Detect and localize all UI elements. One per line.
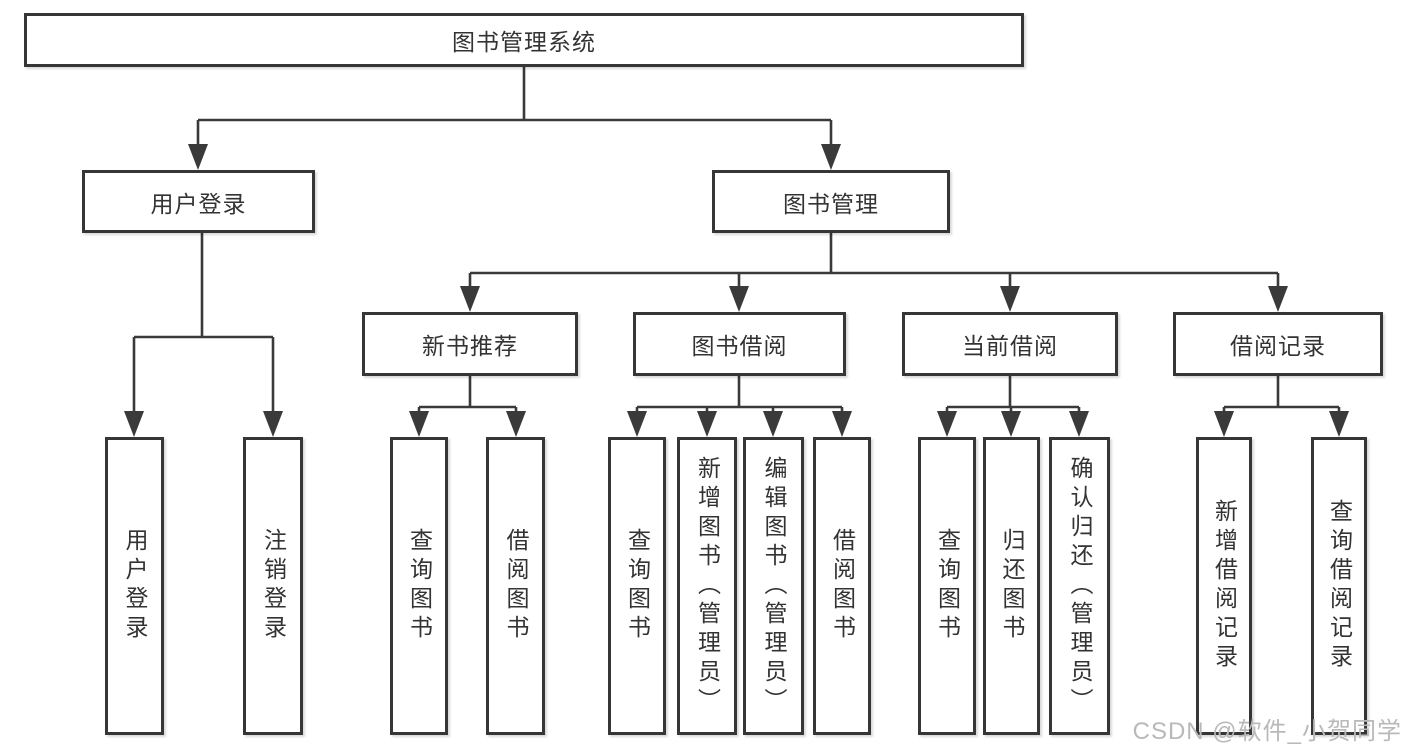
node-new-book-recommend: 新书推荐 <box>362 312 578 376</box>
leaf-borrow-add-books-admin: 新增图书（管理员） <box>677 437 737 735</box>
node-book-management: 图书管理 <box>712 170 950 233</box>
leaf-user-login: 用户登录 <box>105 437 164 735</box>
leaf-borrow-borrow-books: 借阅图书 <box>813 437 871 735</box>
node-current-borrow: 当前借阅 <box>902 312 1118 376</box>
leaf-current-return-books: 归还图书 <box>983 437 1040 735</box>
csdn-watermark: CSDN @软件_小贺同学 <box>1132 718 1402 745</box>
connector-newbook-to-leaves <box>409 376 526 437</box>
leaf-record-query-record: 查询借阅记录 <box>1311 437 1367 735</box>
leaf-borrow-query-books: 查询图书 <box>608 437 666 735</box>
connector-login-to-leaves <box>124 233 283 437</box>
connector-mgmt-to-level3 <box>460 233 1288 312</box>
leaf-newbook-query-books: 查询图书 <box>390 437 448 735</box>
node-book-borrow: 图书借阅 <box>633 312 846 376</box>
leaf-current-query-books: 查询图书 <box>918 437 976 735</box>
connector-record-to-leaves <box>1214 376 1349 437</box>
leaf-logout: 注销登录 <box>243 437 303 735</box>
leaf-record-add-record: 新增借阅记录 <box>1196 437 1252 735</box>
leaf-current-confirm-return-admin: 确认归还（管理员） <box>1049 437 1110 735</box>
node-user-login: 用户登录 <box>82 170 315 233</box>
node-root-system: 图书管理系统 <box>24 13 1024 67</box>
connector-root-to-level2 <box>188 67 841 170</box>
leaf-borrow-edit-books-admin: 编辑图书（管理员） <box>743 437 804 735</box>
connector-current-to-leaves <box>937 376 1089 437</box>
connector-borrow-to-leaves <box>627 376 852 437</box>
node-borrow-record: 借阅记录 <box>1173 312 1383 376</box>
leaf-newbook-borrow-books: 借阅图书 <box>486 437 545 735</box>
